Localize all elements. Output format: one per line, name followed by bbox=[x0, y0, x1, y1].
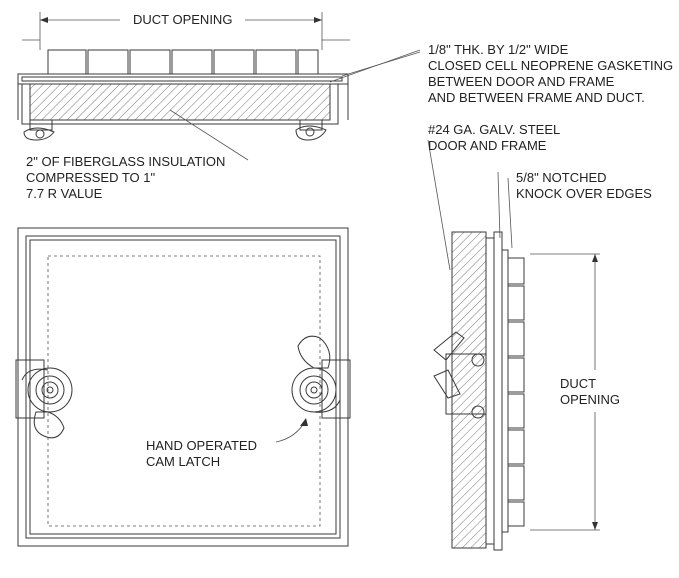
side-section-view bbox=[427, 139, 600, 551]
latch-front-right bbox=[291, 335, 351, 419]
front-view bbox=[15, 227, 351, 547]
insulation-note-line-3: 7.7 R VALUE bbox=[26, 186, 103, 201]
steel-note-line-1: #24 GA. GALV. STEEL bbox=[428, 122, 560, 137]
gasket-note-line-4: AND BETWEEN FRAME AND DUCT. bbox=[428, 90, 645, 105]
latch-front-left bbox=[15, 359, 73, 439]
gasket-note-line-2: CLOSED CELL NEOPRENE GASKETING bbox=[428, 58, 673, 73]
latch-top-right bbox=[295, 119, 327, 141]
gasket-note-line-3: BETWEEN DOOR AND FRAME bbox=[428, 74, 615, 89]
latch-note-line-1: HAND OPERATED bbox=[146, 438, 257, 453]
duct-opening-side-line-2: OPENING bbox=[560, 392, 620, 407]
latch-side bbox=[433, 331, 487, 419]
notched-note-line-2: KNOCK OVER EDGES bbox=[516, 186, 652, 201]
latch-note-line-2: CAM LATCH bbox=[146, 454, 220, 469]
insulation-note-line-1: 2" OF FIBERGLASS INSULATION bbox=[26, 154, 225, 169]
duct-opening-side-line-1: DUCT bbox=[560, 376, 596, 391]
duct-fins-top bbox=[47, 49, 319, 75]
insulation-note-line-2: COMPRESSED TO 1" bbox=[26, 170, 155, 185]
gasket-note-line-1: 1/8" THK. BY 1/2" WIDE bbox=[428, 42, 569, 57]
top-section-view bbox=[17, 12, 421, 161]
steel-note-line-2: DOOR AND FRAME bbox=[428, 138, 547, 153]
notched-note-line-1: 5/8" NOTCHED bbox=[516, 170, 607, 185]
latch-top-left bbox=[23, 119, 55, 141]
duct-fins-side bbox=[507, 257, 525, 527]
duct-opening-top-label: DUCT OPENING bbox=[133, 12, 232, 27]
